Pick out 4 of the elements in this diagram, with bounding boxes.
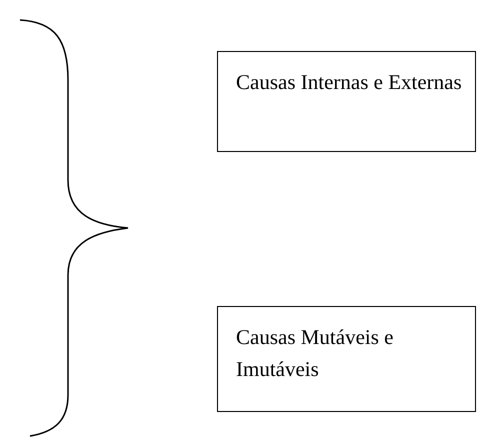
- text-box: [217, 306, 476, 412]
- box-text: Causas Internas e Externas: [236, 69, 463, 96]
- box-text: Causas Mutáveis e Imutáveis: [236, 324, 394, 383]
- text-box: [217, 51, 476, 152]
